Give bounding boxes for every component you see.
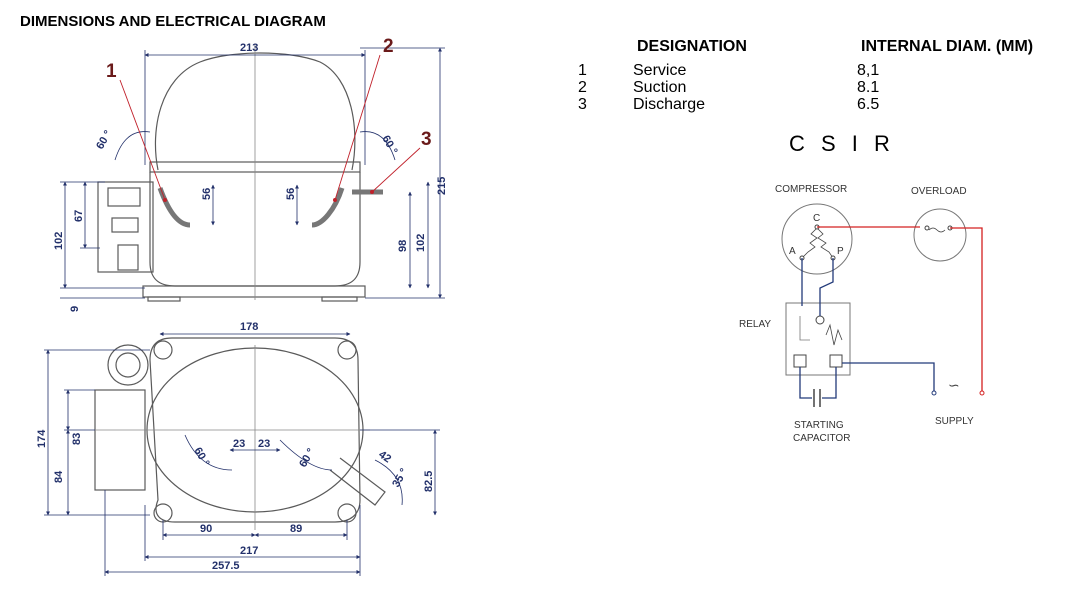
dim-215: 215	[436, 177, 448, 195]
callout-3: 3	[421, 129, 432, 150]
dim-213: 213	[240, 42, 258, 54]
wire-relay-to-capacitor-left	[799, 367, 812, 399]
compressor-symbol	[781, 203, 853, 275]
row-diameter: 6.5	[857, 96, 880, 113]
overload-terminal-1	[924, 225, 930, 231]
service-pipe	[157, 187, 191, 228]
row-number: 2	[578, 79, 587, 96]
side-view-drawing	[97, 45, 383, 302]
row-designation: Service	[633, 62, 687, 79]
start-winding	[801, 227, 818, 259]
header-designation: DESIGNATION	[637, 38, 747, 55]
callout-1-dot	[163, 198, 167, 202]
row-diameter: 8.1	[857, 79, 880, 96]
dim-98: 98	[397, 240, 409, 252]
page-title: DIMENSIONS AND ELECTRICAL DIAGRAM	[20, 13, 326, 30]
dim-angle-60-right: 60 °	[379, 134, 399, 157]
callout-3-dot	[370, 190, 374, 194]
plan-terminal-box	[94, 389, 146, 491]
dim-42: 42	[376, 449, 393, 466]
dim-102-left: 102	[53, 232, 65, 250]
dim-56-right: 56	[285, 188, 297, 200]
suction-pipe	[311, 187, 345, 228]
terminal-p-label: P	[837, 246, 844, 257]
wiring-type-title: C S I R	[789, 131, 895, 156]
supply-terminal-blue	[931, 390, 937, 396]
terminal-block-top	[107, 187, 141, 207]
header-internal-diameter: INTERNAL DIAM. (MM)	[861, 38, 1034, 55]
overload-symbol	[913, 208, 967, 262]
ac-supply-icon: ∽	[948, 378, 960, 394]
wire-p-to-relay	[819, 258, 834, 316]
dim-102-right: 102	[415, 234, 427, 252]
dim-plan-angle-60-left: 60 °	[191, 446, 211, 469]
row-designation: Suction	[633, 79, 687, 96]
capacitor-label: CAPACITOR	[793, 433, 850, 444]
supply-label: SUPPLY	[935, 416, 974, 427]
supply-terminal-red	[979, 390, 985, 396]
base-foot-right	[321, 296, 358, 302]
starting-label: STARTING	[794, 420, 844, 431]
overload-cap-outer	[107, 344, 149, 386]
overload-label: OVERLOAD	[911, 186, 967, 197]
base-plate	[142, 285, 366, 298]
callout-pointers	[119, 54, 421, 201]
dim-23-right: 23	[258, 438, 270, 450]
dim-89: 89	[290, 523, 302, 535]
mount-hole-top-right	[337, 340, 357, 360]
relay-terminal-left	[793, 354, 807, 368]
terminal-box-outline	[97, 181, 154, 273]
dim-178: 178	[240, 321, 258, 333]
relay-coil	[825, 323, 843, 346]
terminal-c-label: C	[813, 213, 820, 224]
relay-block	[111, 217, 139, 233]
row-designation: Discharge	[633, 96, 706, 113]
table-row: 3 Discharge 6.5	[575, 96, 1075, 113]
dim-83: 83	[71, 433, 83, 445]
row-diameter: 8,1	[857, 62, 880, 79]
relay-coil-terminal	[815, 315, 825, 325]
dim-9: 9	[69, 306, 81, 312]
wire-overload-to-supply	[950, 227, 983, 393]
dim-angle-60-left: 60 °	[94, 128, 114, 151]
table-row: 2 Suction 8.1	[575, 79, 1075, 96]
base-foot-left	[147, 296, 181, 302]
terminal-a-label: A	[789, 246, 796, 257]
plan-view-drawing	[94, 337, 386, 530]
dim-217: 217	[240, 545, 258, 557]
row-number: 3	[578, 96, 587, 113]
row-number: 1	[578, 62, 587, 79]
dim-35-angle: 35 °	[390, 466, 410, 489]
dim-84: 84	[53, 470, 65, 483]
wire-relay-to-capacitor-right	[822, 367, 837, 399]
overload-cap-inner	[115, 352, 141, 378]
dim-56-left: 56	[201, 188, 213, 200]
relay-body	[117, 244, 139, 271]
plan-discharge-pipe	[329, 457, 386, 506]
dim-82-5: 82.5	[423, 471, 435, 492]
compressor-label: COMPRESSOR	[775, 184, 847, 195]
relay-symbol	[785, 302, 851, 376]
plan-view-dimensions	[44, 332, 440, 576]
dim-23-left: 23	[233, 438, 245, 450]
dim-257-5: 257.5	[212, 560, 240, 572]
dim-174: 174	[36, 429, 48, 448]
dim-90: 90	[200, 523, 212, 535]
callout-1: 1	[106, 61, 117, 82]
overload-heater	[928, 227, 946, 233]
dim-67: 67	[73, 210, 85, 222]
wire-relay-to-supply	[842, 362, 935, 393]
table-row: 1 Service 8,1	[575, 62, 1075, 79]
run-winding	[816, 227, 834, 259]
mount-hole-bottom-right	[337, 503, 357, 523]
relay-contact	[799, 316, 810, 341]
wiring-diagram: COMPRESSOR OVERLOAD RELAY STARTING CAPAC…	[739, 184, 985, 444]
relay-label: RELAY	[739, 319, 771, 330]
mount-hole-top-left	[153, 340, 173, 360]
callout-2: 2	[383, 36, 394, 57]
callout-2-dot	[333, 198, 337, 202]
relay-terminal-right	[829, 354, 843, 368]
